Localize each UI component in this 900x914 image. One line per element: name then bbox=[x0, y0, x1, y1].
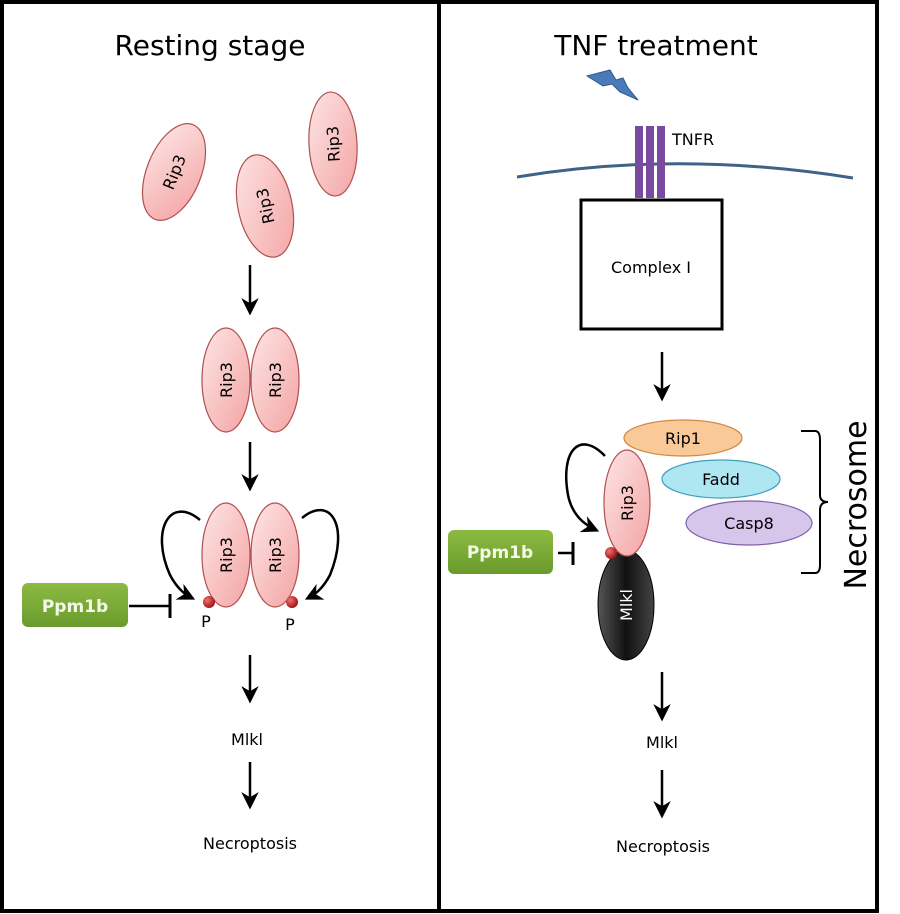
right-panel: TNF treatment TNFR Complex I Rip1 Fadd C… bbox=[448, 29, 874, 856]
svg-text:Rip3: Rip3 bbox=[266, 362, 285, 398]
cell-membrane bbox=[516, 162, 854, 180]
rip3-phospho-dimer: Rip3 Rip3 P P bbox=[160, 502, 340, 634]
mlkl-label: Mlkl bbox=[646, 733, 678, 752]
tnfr-label: TNFR bbox=[671, 130, 714, 149]
necroptosis-label: Necroptosis bbox=[616, 837, 710, 856]
ppm1b-box bbox=[448, 530, 553, 574]
autophosphorylation-arrow bbox=[301, 508, 340, 600]
tnf-lightning-icon bbox=[585, 69, 639, 101]
svg-text:Rip3: Rip3 bbox=[217, 362, 236, 398]
autophosphorylation-arrow bbox=[565, 443, 606, 533]
rip3-monomer: Rip3 bbox=[141, 123, 207, 221]
necrosome-bracket bbox=[801, 430, 829, 574]
complex-i-box bbox=[579, 198, 724, 331]
necroptosis-label: Necroptosis bbox=[203, 834, 297, 853]
phospho-label: P bbox=[285, 615, 295, 634]
left-panel: Resting stage Rip3 Rip3 Rip3 Rip3 Rip3 R bbox=[22, 29, 358, 853]
phosphate-icon bbox=[605, 547, 617, 559]
rip1-label: Rip1 bbox=[665, 429, 701, 448]
phospho-label: P bbox=[201, 612, 211, 631]
mlkl-label: Mlkl bbox=[231, 730, 263, 749]
svg-text:Ppm1b: Ppm1b bbox=[467, 543, 533, 563]
rip3-monomer: Rip3 bbox=[308, 91, 358, 197]
svg-text:Ppm1b: Ppm1b bbox=[42, 597, 108, 617]
rip3-monomer: Rip3 bbox=[235, 154, 295, 258]
phosphate-icon bbox=[203, 596, 215, 608]
rip3-protein bbox=[603, 449, 651, 557]
left-panel-title: Resting stage bbox=[115, 29, 306, 62]
svg-text:Rip3: Rip3 bbox=[266, 537, 285, 573]
left-panel-border bbox=[0, 0, 441, 913]
phosphate-icon bbox=[286, 596, 298, 608]
necrosome-label: Necrosome bbox=[839, 420, 874, 589]
rip3-label: Rip3 bbox=[618, 485, 637, 521]
fadd-label: Fadd bbox=[702, 470, 740, 489]
casp8-label: Casp8 bbox=[724, 514, 774, 533]
autophosphorylation-arrow bbox=[160, 510, 201, 600]
complex-i-label: Complex I bbox=[611, 258, 691, 277]
rip1-protein bbox=[623, 419, 743, 457]
rip3-dimer: Rip3 Rip3 bbox=[201, 327, 300, 433]
casp8-protein bbox=[685, 500, 813, 546]
svg-text:Rip3: Rip3 bbox=[217, 537, 236, 573]
mlkl-protein-label: Mlkl bbox=[617, 589, 636, 621]
ppm1b-box bbox=[22, 583, 128, 627]
tnfr-receptor bbox=[635, 126, 665, 198]
right-panel-title: TNF treatment bbox=[553, 29, 758, 62]
right-panel-border bbox=[437, 0, 879, 913]
ppm1b-inhibitor: Ppm1b bbox=[448, 530, 575, 574]
svg-text:Rip3: Rip3 bbox=[323, 126, 344, 163]
fadd-protein bbox=[661, 459, 781, 499]
ppm1b-inhibitor: Ppm1b bbox=[22, 583, 172, 627]
